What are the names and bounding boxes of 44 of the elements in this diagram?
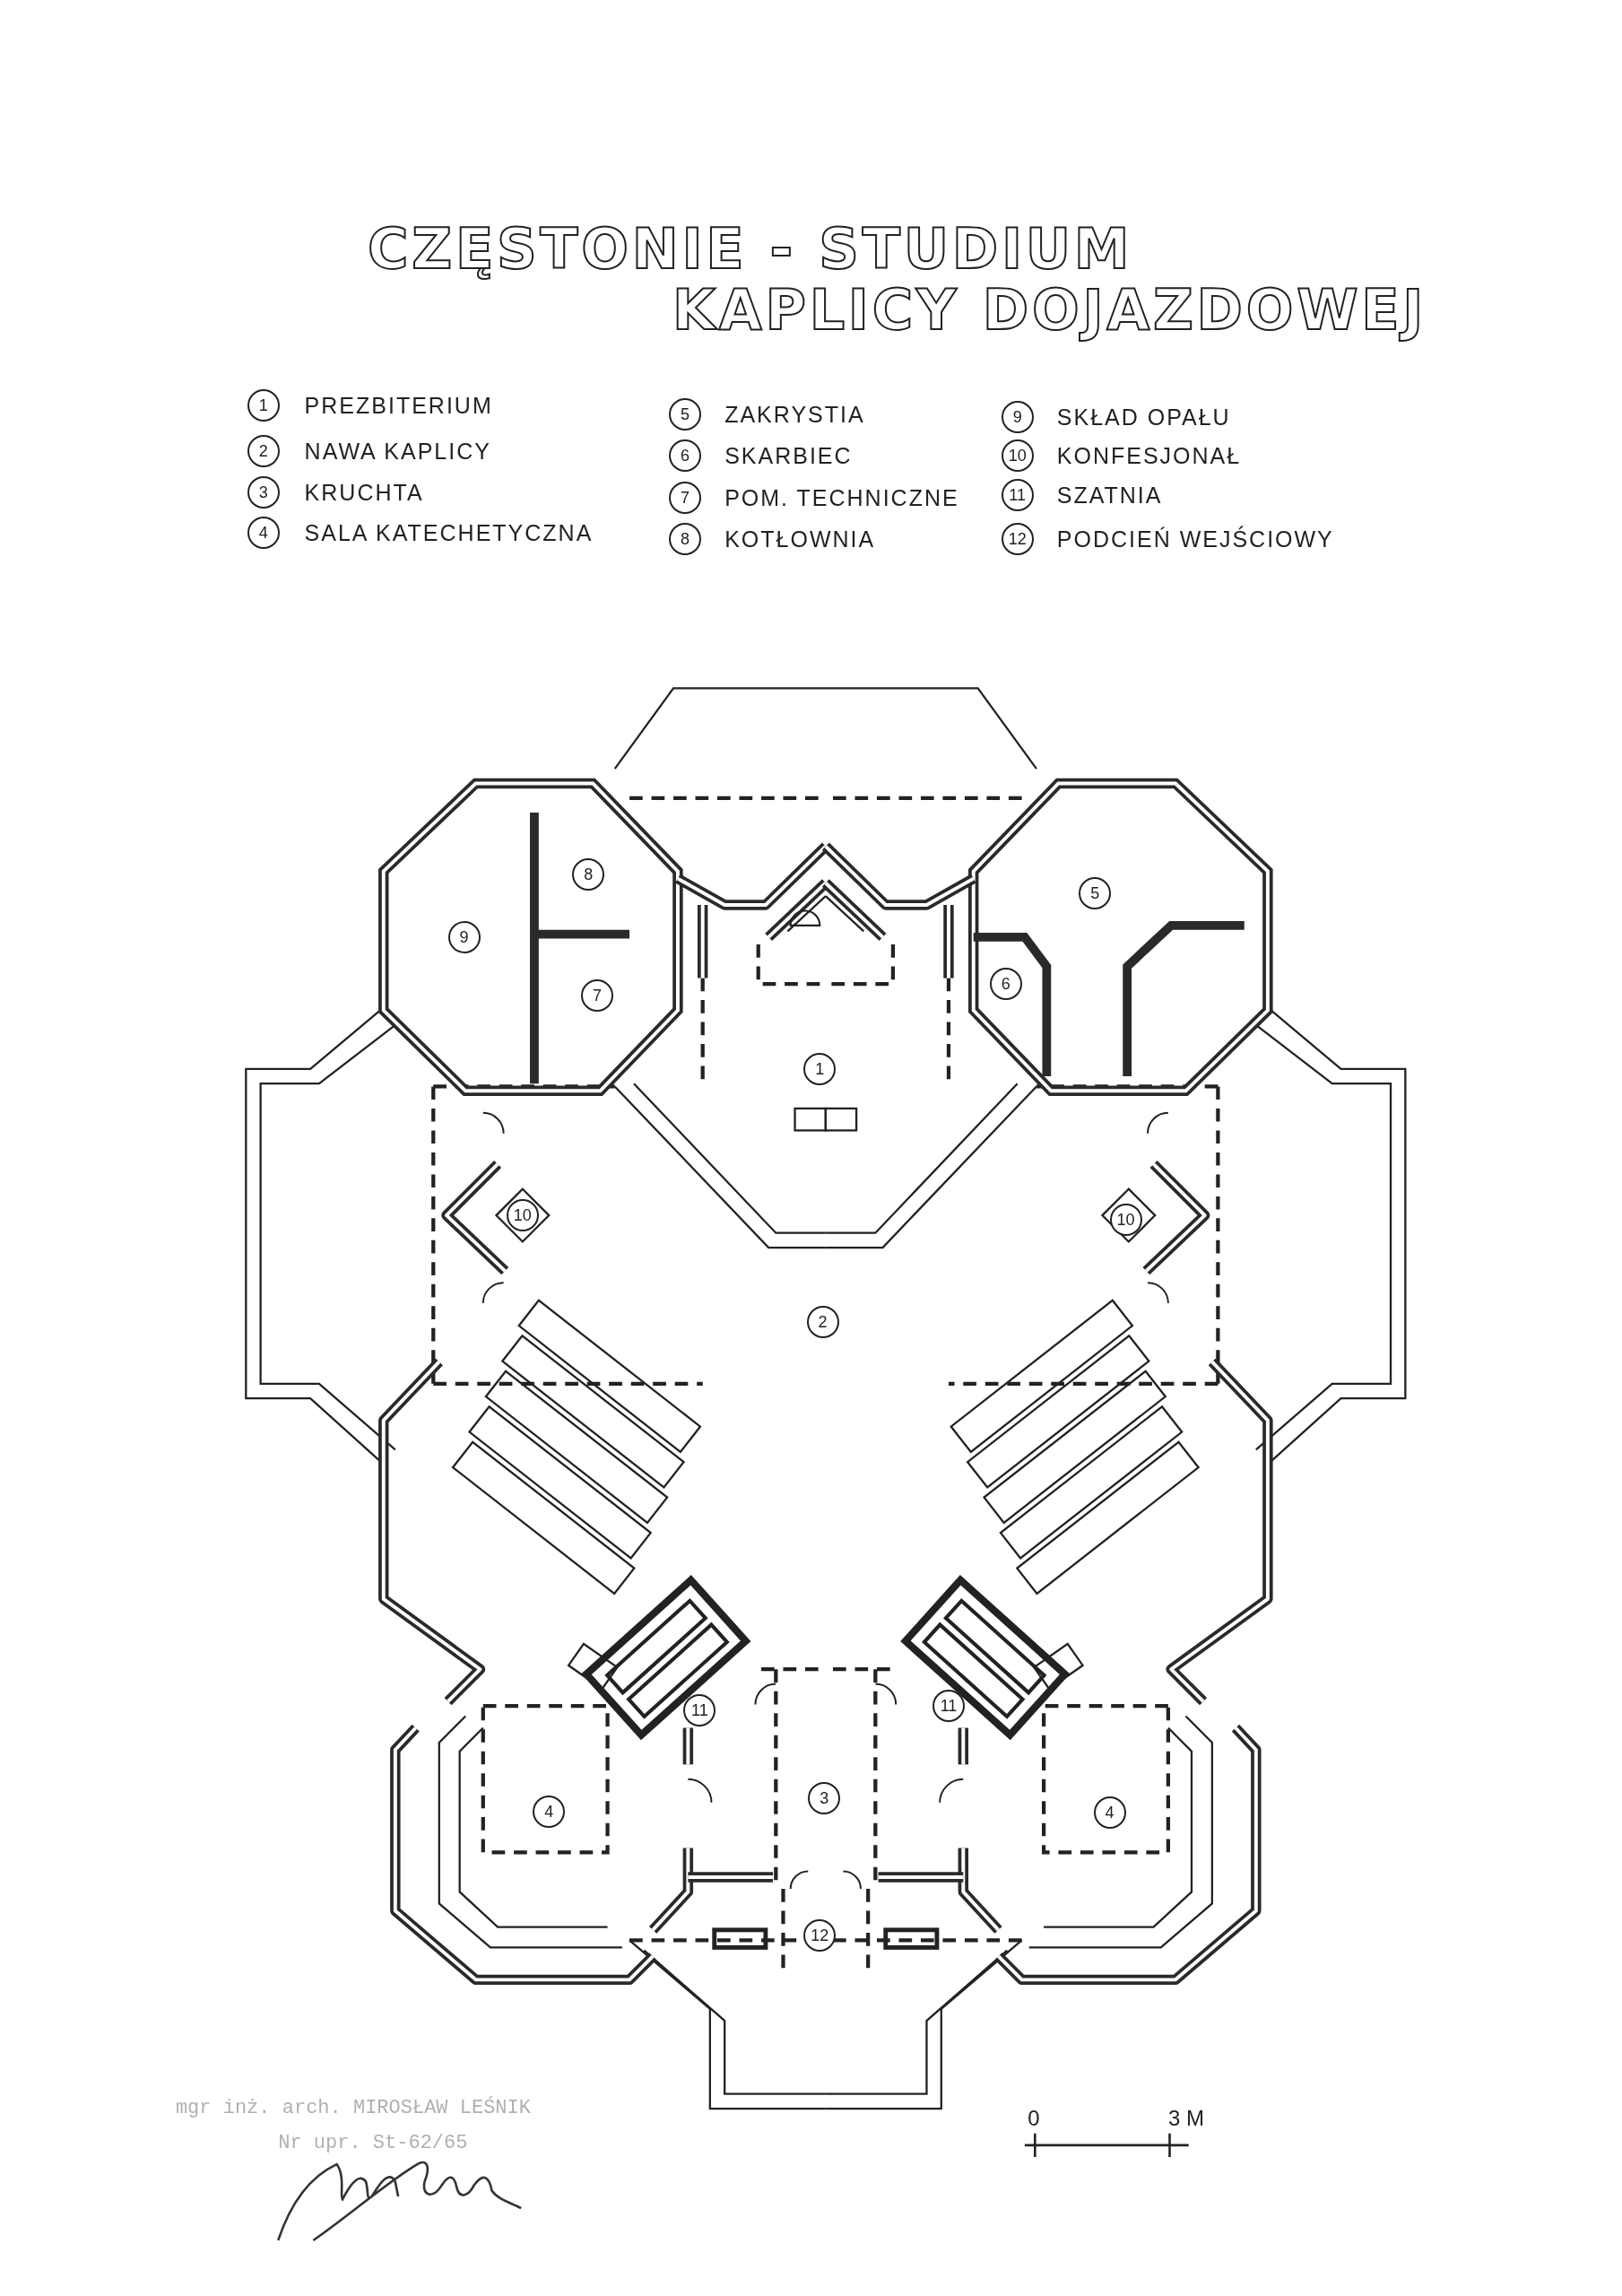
callout-number: 6 (989, 968, 1022, 1001)
callout-number: 4 (533, 1795, 566, 1828)
room-name: ZAKRYSTIA (724, 401, 865, 429)
callout-number: 12 (803, 1919, 837, 1952)
callout-number: 5 (669, 398, 702, 431)
callout-number: 4 (247, 517, 280, 550)
callout-number: 8 (669, 522, 702, 555)
scale-label: 0 (1028, 2106, 1040, 2132)
title: CZĘSTONIE - STUDIUM KAPLICY DOJAZDOWEJ (368, 219, 1427, 342)
callout-number: 3 (808, 1781, 841, 1814)
callout-number: 11 (683, 1693, 716, 1726)
room-name: SKŁAD OPAŁU (1056, 404, 1231, 431)
scale-label: 3 M (1168, 2106, 1205, 2132)
callout-number: 6 (669, 439, 702, 472)
callout-number: 11 (932, 1690, 965, 1723)
callout-number: 2 (247, 434, 280, 467)
callout-number: 1 (247, 389, 280, 422)
callout-number: 10 (1109, 1204, 1142, 1236)
callout-number: 5 (1079, 876, 1112, 909)
callout-number: 9 (1001, 401, 1034, 434)
room-name: POM. TECHNICZNE (724, 484, 959, 512)
callout-number: 1 (803, 1052, 837, 1085)
room-name: KONFESJONAŁ (1056, 441, 1242, 469)
room-name: PODCIEŃ WEJŚCIOWY (1056, 525, 1334, 552)
callout-number: 10 (506, 1199, 539, 1232)
room-name: SKARBIEC (724, 441, 853, 469)
callout-number: 3 (247, 475, 280, 509)
callout-number: 4 (1093, 1796, 1126, 1830)
stamp-text: Nr upr. St-62/65 (278, 2132, 468, 2156)
callout-number: 12 (1001, 522, 1034, 555)
callout-number: 8 (572, 857, 605, 891)
callout-number: 7 (581, 979, 614, 1013)
callout-number: 11 (1001, 478, 1034, 511)
callout-number: 10 (1001, 439, 1034, 472)
room-name: NAWA KAPLICY (304, 437, 491, 465)
room-name: SZATNIA (1056, 481, 1163, 509)
room-name: SALA KATECHETYCZNA (304, 519, 594, 547)
callout-number: 7 (669, 482, 702, 515)
room-name: PREZBITERIUM (304, 392, 493, 420)
callout-number: 9 (447, 920, 481, 953)
callout-number: 2 (806, 1306, 839, 1339)
stamp-text: mgr inż. arch. MIROSŁAW LEŚNIK (175, 2097, 531, 2120)
room-name: KRUCHTA (304, 478, 424, 506)
room-name: KOTŁOWNIA (724, 525, 876, 552)
